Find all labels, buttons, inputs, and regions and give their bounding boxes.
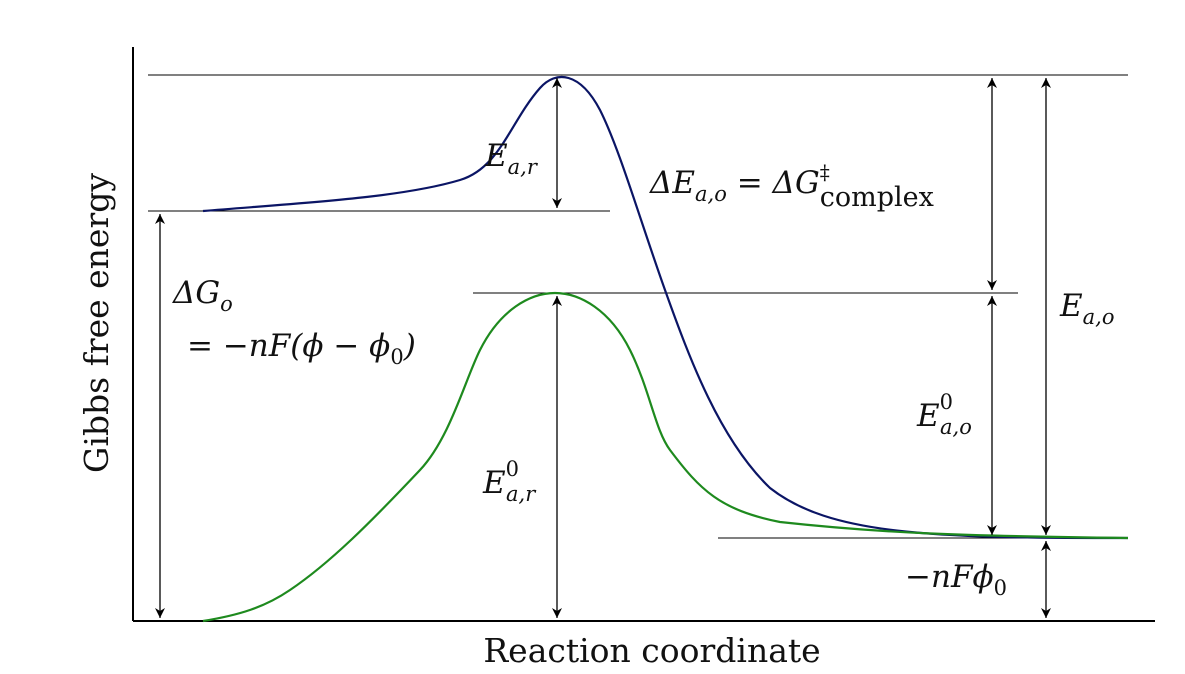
nf-phi0-label: −nFϕ0 bbox=[905, 559, 1007, 600]
delta-ea-o-label: ΔEa,o = ΔG‡complex bbox=[649, 160, 934, 213]
ea-o-label: Ea,o bbox=[1059, 288, 1114, 329]
ea-r-label: Ea,r bbox=[484, 138, 539, 179]
delta-g-o-equation: = −nF(ϕ − ϕ0) bbox=[187, 328, 416, 369]
x-axis-label: Reaction coordinate bbox=[483, 631, 820, 670]
delta-g-o-label: ΔGo bbox=[172, 275, 233, 316]
y-axis-label: Gibbs free energy bbox=[77, 173, 116, 473]
upper-energy-curve bbox=[202, 75, 1129, 540]
lower-energy-curve bbox=[202, 291, 1129, 623]
